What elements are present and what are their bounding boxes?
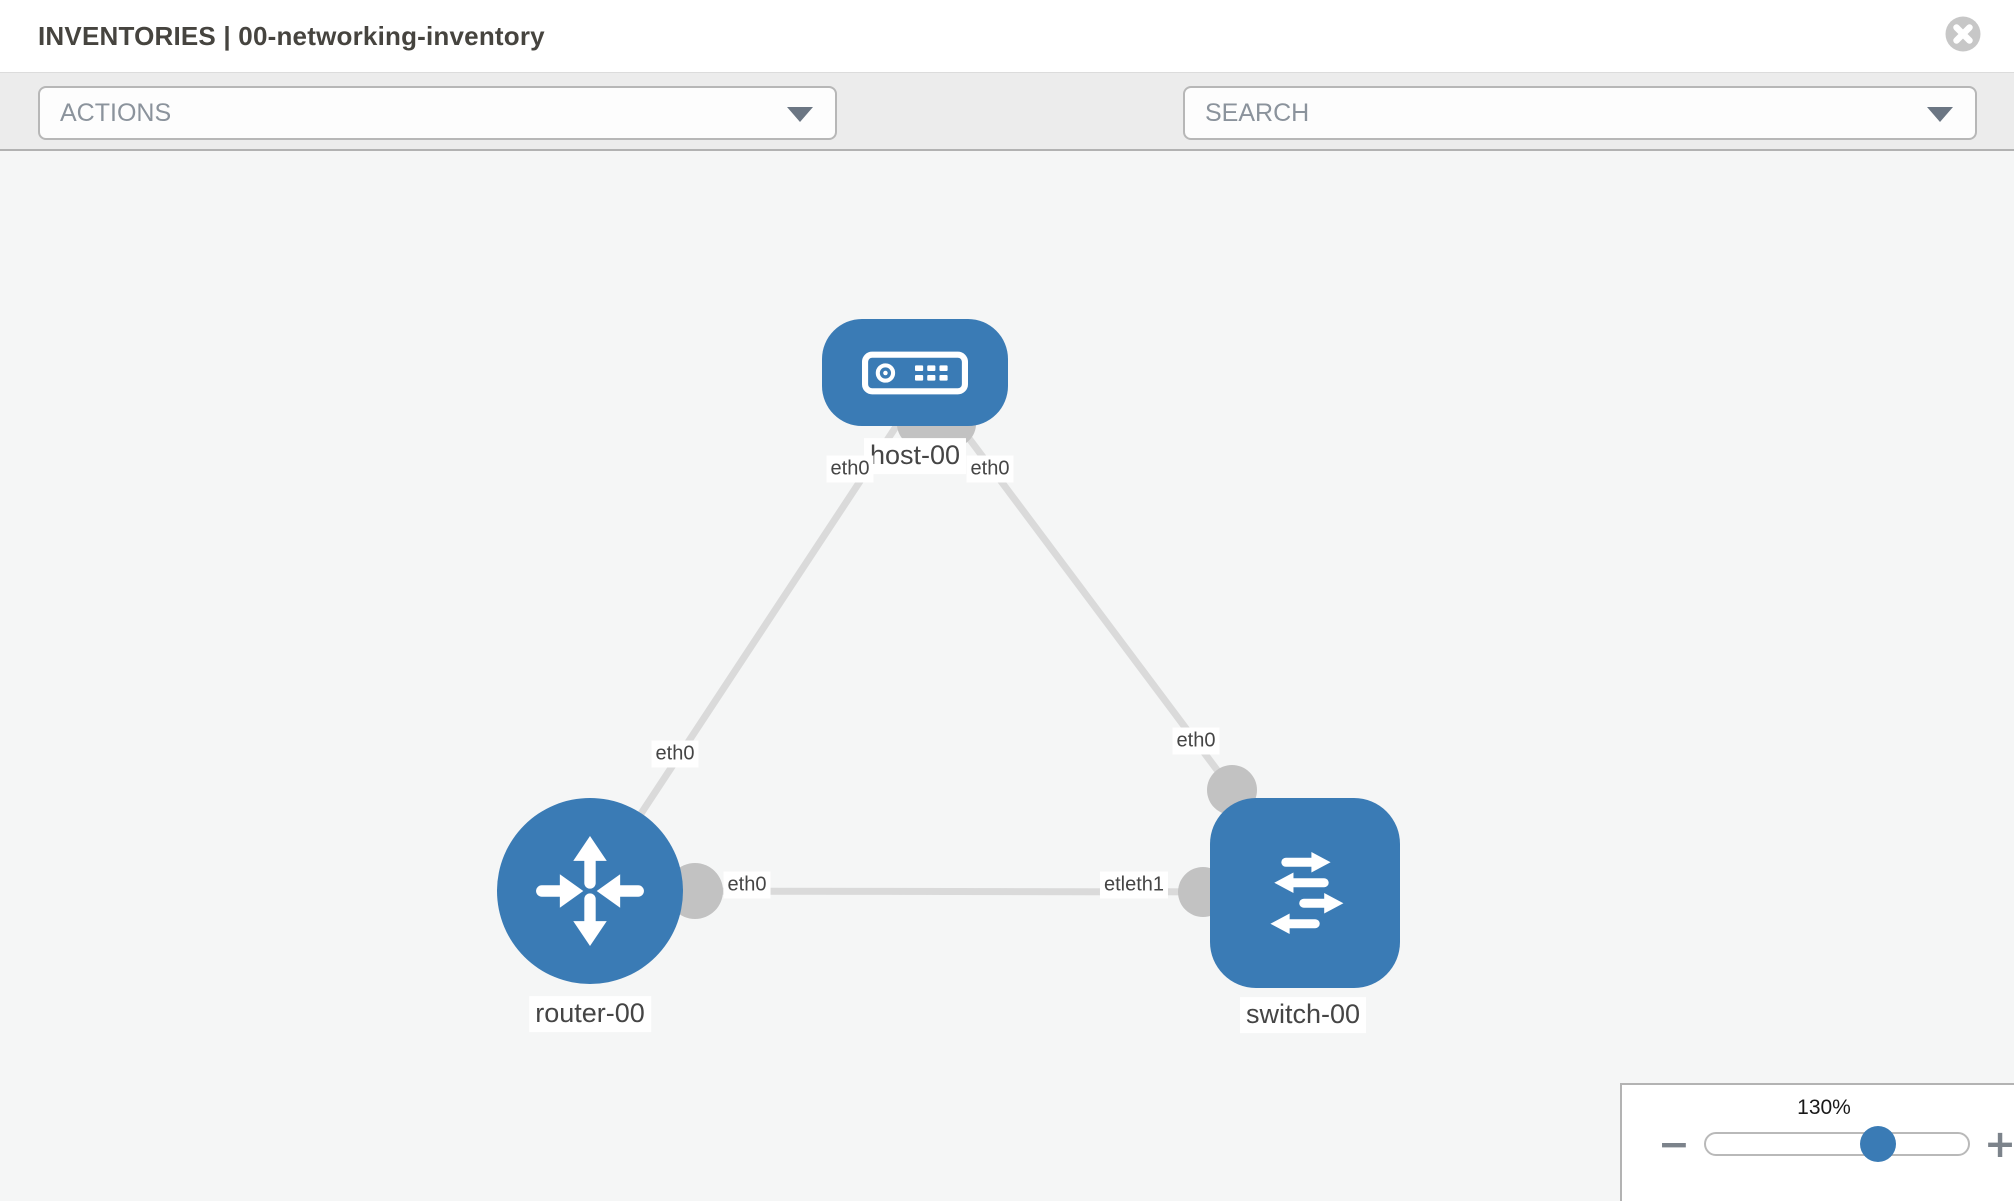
zoom-slider-thumb[interactable] bbox=[1859, 1126, 1896, 1162]
port-label: eth0 bbox=[723, 871, 771, 899]
node-router-00[interactable] bbox=[497, 798, 683, 984]
node-switch-00[interactable] bbox=[1210, 798, 1400, 988]
chevron-down-icon bbox=[787, 107, 813, 122]
actions-dropdown[interactable]: ACTIONS bbox=[38, 86, 837, 140]
host-icon bbox=[862, 351, 968, 394]
close-button[interactable] bbox=[1944, 15, 1982, 53]
switch-icon bbox=[1270, 852, 1344, 934]
page-header: INVENTORIES | 00-networking-inventory bbox=[0, 0, 2014, 72]
zoom-slider[interactable] bbox=[1703, 1126, 1971, 1162]
actions-dropdown-label: ACTIONS bbox=[60, 99, 172, 127]
node-label: host-00 bbox=[863, 438, 967, 474]
port-label: eth0 bbox=[826, 455, 874, 483]
zoom-panel: 130% − + bbox=[1620, 1083, 2014, 1201]
zoom-level-label: 130% bbox=[1797, 1096, 1851, 1119]
topology-canvas[interactable]: host-00 router-00 switch-00 eth0 eth0 et… bbox=[0, 151, 2014, 1201]
port-label: etleth1 bbox=[1099, 871, 1169, 899]
zoom-out-button[interactable]: − bbox=[1658, 1122, 1690, 1166]
link-layer bbox=[587, 401, 1261, 919]
zoom-in-button[interactable]: + bbox=[1984, 1122, 2014, 1166]
chevron-down-icon bbox=[1927, 107, 1953, 122]
port-label: eth0 bbox=[1172, 727, 1220, 755]
node-label: switch-00 bbox=[1239, 997, 1367, 1033]
node-label: router-00 bbox=[529, 996, 651, 1032]
router-icon bbox=[536, 836, 644, 946]
port-label: eth0 bbox=[651, 740, 699, 768]
close-icon bbox=[1945, 16, 1981, 52]
toolbar: ACTIONS SEARCH bbox=[0, 72, 2014, 206]
search-dropdown[interactable]: SEARCH bbox=[1183, 86, 1977, 140]
search-dropdown-label: SEARCH bbox=[1205, 99, 1310, 127]
network-link bbox=[587, 411, 908, 893]
port-label: eth0 bbox=[966, 455, 1014, 483]
node-host-00[interactable] bbox=[822, 319, 1008, 426]
page-title: INVENTORIES | 00-networking-inventory bbox=[38, 21, 545, 51]
